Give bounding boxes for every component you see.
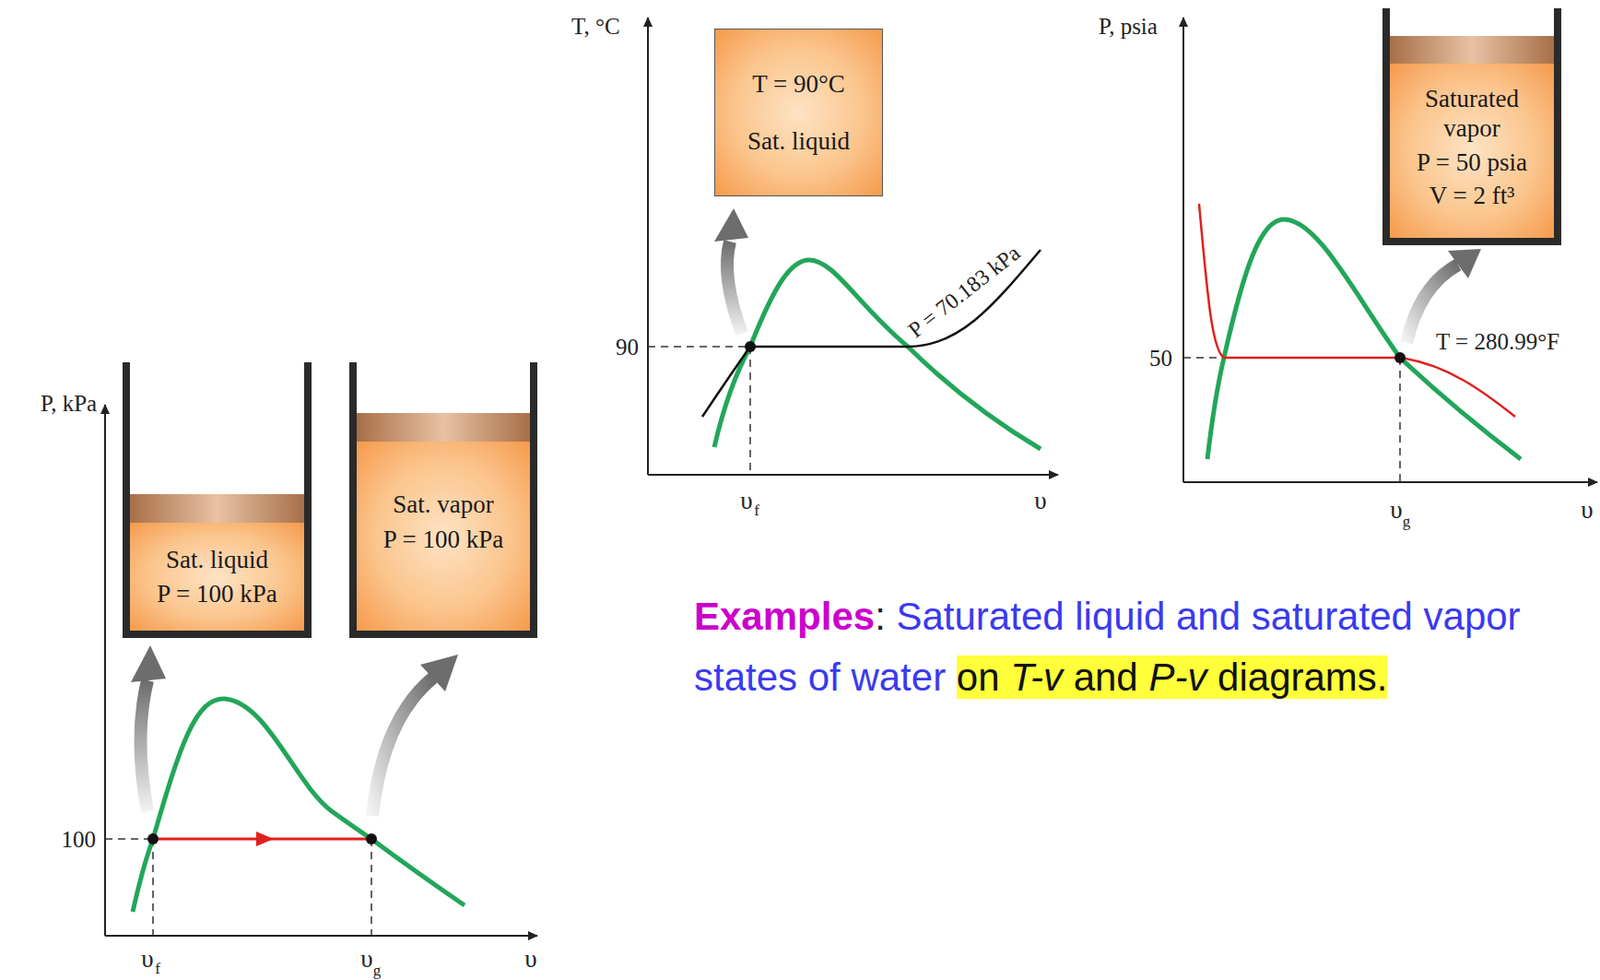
tv-diagram bbox=[647, 17, 1059, 475]
axis-label: υ bbox=[1580, 497, 1593, 523]
subscript: g bbox=[1402, 513, 1412, 530]
state-text: Sat. liquid bbox=[165, 544, 269, 575]
state-text: P = 100 kPa bbox=[383, 524, 505, 554]
tick-label: 50 bbox=[1149, 346, 1173, 370]
caption-text: P-v bbox=[1148, 655, 1207, 699]
state-text: T = 90°C bbox=[752, 69, 846, 99]
state-text: Sat. liquid bbox=[747, 126, 850, 156]
axis-label: P, psia bbox=[1098, 14, 1158, 38]
cylinder-contents: Sat. liquidP = 100 kPa bbox=[129, 522, 305, 631]
cylinder-contents: Saturated vaporP = 50 psiaV = 2 ft³ bbox=[1389, 63, 1554, 238]
subscript: f bbox=[154, 960, 161, 977]
subscript: g bbox=[373, 962, 382, 978]
pv-diagram-kpa bbox=[105, 362, 538, 936]
cylinder-contents: Sat. vapor P = 100 kPa bbox=[356, 441, 530, 631]
axis-label: P, kPa bbox=[40, 391, 97, 415]
caption-text: : bbox=[874, 594, 886, 638]
state-text: V = 2 ft³ bbox=[1429, 180, 1516, 211]
state-box: T = 90°C Sat. liquid bbox=[714, 28, 883, 197]
state-text: P = 50 psia bbox=[1416, 147, 1528, 177]
caption-lead: Examples bbox=[694, 594, 875, 638]
axis-label: υ bbox=[141, 946, 153, 972]
highlight: on T-v and P-v diagrams. bbox=[956, 655, 1389, 699]
tick-label: 90 bbox=[615, 335, 639, 359]
caption-text: on bbox=[956, 655, 1000, 699]
subscript: f bbox=[753, 502, 760, 518]
caption-text: T-v bbox=[1010, 655, 1063, 699]
caption-text: diagrams. bbox=[1217, 655, 1388, 699]
pv-diagram-psia bbox=[1183, 8, 1598, 483]
tick-label: 100 bbox=[61, 827, 97, 851]
axis-label: υ bbox=[360, 946, 373, 972]
isotherm-label: T = 280.99°F bbox=[1435, 329, 1560, 353]
state-text: Sat. vapor bbox=[392, 489, 494, 519]
axis-label: υ bbox=[524, 946, 537, 972]
axis-label: υ bbox=[1034, 488, 1047, 514]
caption-text: and bbox=[1073, 655, 1139, 699]
axis-label: υ bbox=[1389, 497, 1402, 523]
isobar-label: P = 70.183 kPa bbox=[904, 241, 1024, 342]
state-text: Saturated vapor bbox=[1399, 83, 1545, 144]
axis-label: T, °C bbox=[571, 14, 621, 38]
axis-label: υ bbox=[740, 488, 753, 514]
state-text: P = 100 kPa bbox=[156, 578, 278, 609]
caption-text: Examples: Saturated liquid and saturated… bbox=[694, 586, 1561, 708]
